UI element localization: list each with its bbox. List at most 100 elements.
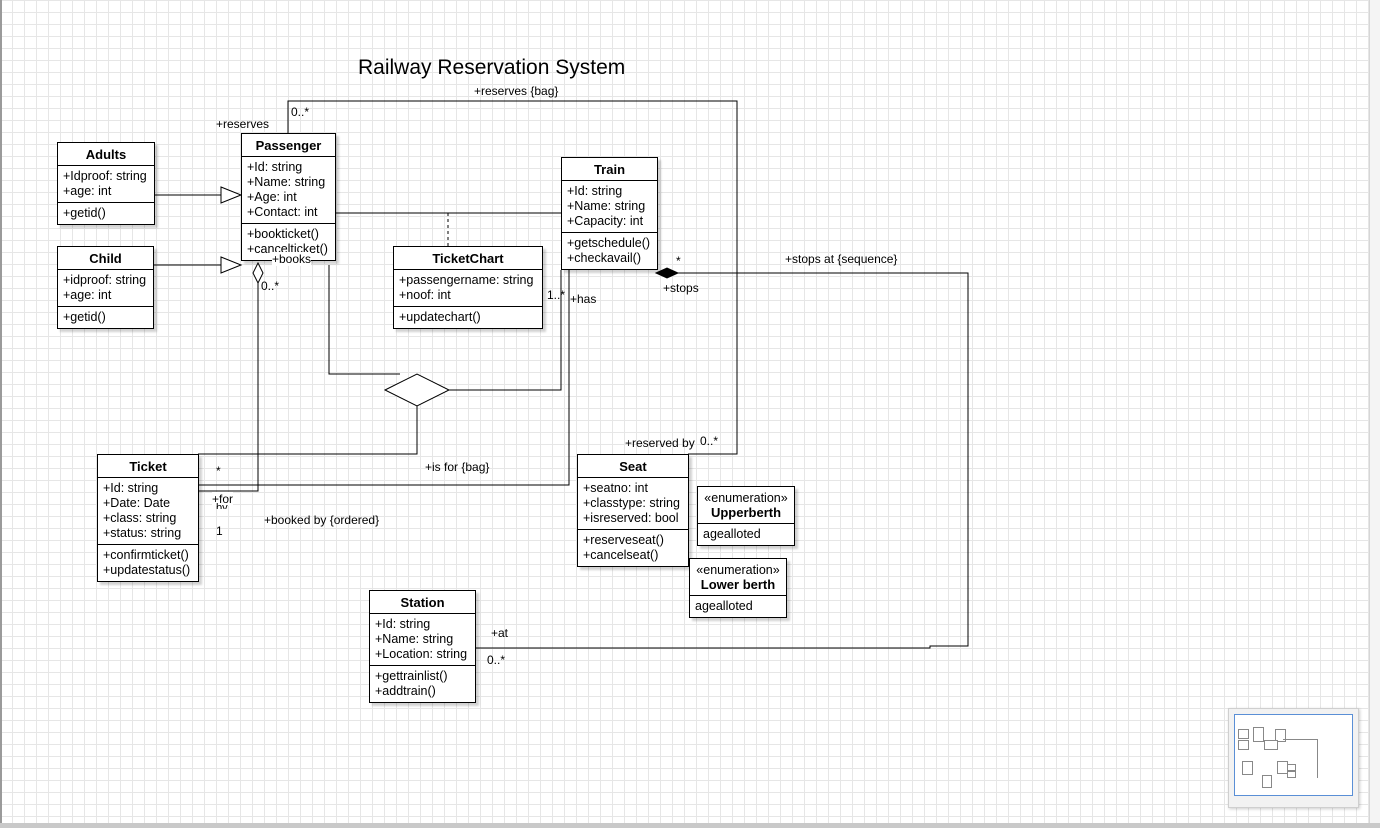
class-seat[interactable]: Seat +seatno: int +classtype: string +is… (577, 454, 689, 567)
multiplicity-booked-by: 1 (216, 524, 223, 538)
multiplicity-train-stops: * (676, 254, 681, 268)
operations-compartment: +reserveseat() +cancelseat() (578, 529, 688, 566)
enum-name: Upperberth (710, 505, 782, 520)
enum-name: Lower berth (700, 577, 776, 592)
ternary-association-diamond (383, 373, 451, 407)
attribute: +Id: string (567, 184, 623, 198)
class-name: Seat (619, 459, 647, 474)
attributes-compartment: +passengername: string +noof: int (394, 269, 542, 306)
attributes-compartment: +idproof: string +age: int (58, 269, 153, 306)
outline-minimap[interactable] (1228, 708, 1359, 808)
attribute: +status: string (103, 526, 182, 540)
label-stops-at: +stops at {sequence} (785, 252, 898, 266)
operation: +checkavail() (567, 251, 641, 265)
attribute: +age: int (63, 184, 112, 198)
multiplicity-books: 0..* (261, 279, 280, 293)
class-station[interactable]: Station +Id: string +Name: string +Locat… (369, 590, 476, 703)
attribute: +passengername: string (399, 273, 534, 287)
class-ticketchart[interactable]: TicketChart +passengername: string +noof… (393, 246, 543, 329)
label-reserves-bag: +reserves {bag} (474, 84, 559, 98)
attribute: +Age: int (247, 190, 297, 204)
class-child[interactable]: Child +idproof: string +age: int +getid(… (57, 246, 154, 329)
class-train[interactable]: Train +Id: string +Name: string +Capacit… (561, 157, 658, 270)
label-reserved-by: +reserved by (625, 436, 695, 450)
attribute: +Location: string (375, 647, 468, 661)
ternary-leg-passenger (328, 265, 400, 375)
attributes-compartment: +Id: string +Name: string +Location: str… (370, 613, 475, 665)
generalization-arrowhead-child (220, 256, 243, 274)
class-name: Adults (85, 147, 127, 162)
operations-compartment: +getid() (58, 306, 153, 328)
class-passenger[interactable]: Passenger +Id: string +Name: string +Age… (241, 133, 336, 261)
literals-compartment: agealloted (690, 595, 786, 617)
attribute: +age: int (63, 288, 112, 302)
class-ticket[interactable]: Ticket +Id: string +Date: Date +class: s… (97, 454, 199, 582)
label-books: +books (272, 252, 312, 266)
operation: +getid() (63, 310, 106, 324)
horizontal-scrollbar[interactable] (0, 823, 1380, 828)
composition-stops-at (475, 272, 969, 649)
association-is-for-bag (198, 270, 570, 486)
attribute: +Contact: int (247, 205, 318, 219)
operation: +addtrain() (375, 684, 436, 698)
attributes-compartment: +seatno: int +classtype: string +isreser… (578, 477, 688, 529)
attributes-compartment: +Id: string +Name: string +Capacity: int (562, 180, 657, 232)
diagram-title: Railway Reservation System (358, 56, 626, 79)
operations-compartment: +confirmticket() +updatestatus() (98, 544, 198, 581)
vertical-scrollbar[interactable] (1369, 0, 1380, 828)
enum-lower-berth[interactable]: «enumeration» Lower berth agealloted (689, 558, 787, 618)
enum-header: «enumeration» Lower berth (690, 559, 786, 595)
label-for: +for (212, 492, 234, 506)
class-name: Ticket (129, 459, 167, 474)
operation: +bookticket() (247, 227, 319, 241)
operation: +updatechart() (399, 310, 481, 324)
operations-compartment: +getschedule() +checkavail() (562, 232, 657, 269)
attributes-compartment: +Id: string +Name: string +Age: int +Con… (242, 156, 335, 223)
multiplicity-station: 0..* (487, 653, 506, 667)
label-is-for-bag: +is for {bag} (425, 460, 490, 474)
literals-compartment: agealloted (698, 523, 794, 545)
class-name: TicketChart (432, 251, 504, 266)
attribute: +Id: string (103, 481, 159, 495)
enum-header: «enumeration» Upperberth (698, 487, 794, 523)
attributes-compartment: +Id: string +Date: Date +class: string +… (98, 477, 198, 544)
attribute: +noof: int (399, 288, 451, 302)
multiplicity-has: 1..* (547, 288, 566, 302)
operation: +updatestatus() (103, 563, 191, 577)
operations-compartment: +updatechart() (394, 306, 542, 328)
operation: +reserveseat() (583, 533, 664, 547)
attribute: +isreserved: bool (583, 511, 679, 525)
minimap-viewport[interactable] (1234, 714, 1353, 796)
label-at: +at (491, 626, 509, 640)
association-reserves-bag (287, 100, 738, 455)
ternary-leg-ticket (198, 406, 418, 455)
attribute: +classtype: string (583, 496, 680, 510)
enum-stereotype: «enumeration» (696, 563, 780, 577)
operation: +gettrainlist() (375, 669, 448, 683)
multiplicity-reserves: 0..* (291, 105, 310, 119)
ternary-leg-train (449, 270, 562, 391)
class-adults[interactable]: Adults +Idproof: string +age: int +getid… (57, 142, 155, 225)
attribute: +Name: string (375, 632, 454, 646)
multiplicity-ticket: * (216, 464, 221, 478)
aggregation-books (198, 283, 259, 492)
operation: +confirmticket() (103, 548, 189, 562)
attribute: +seatno: int (583, 481, 648, 495)
operation: +getschedule() (567, 236, 651, 250)
canvas-left-border (0, 0, 2, 828)
label-has: +has (570, 292, 597, 306)
composition-diamond (654, 267, 680, 279)
enum-stereotype: «enumeration» (704, 491, 788, 505)
attribute: +Idproof: string (63, 169, 147, 183)
class-name: Train (593, 162, 626, 177)
generalization-arrowhead-adults (220, 186, 243, 204)
enum-upperberth[interactable]: «enumeration» Upperberth agealloted (697, 486, 795, 546)
label-by-fragment: by (216, 502, 228, 509)
attribute: +Id: string (247, 160, 303, 174)
operations-compartment: +gettrainlist() +addtrain() (370, 665, 475, 702)
attribute: +Name: string (567, 199, 646, 213)
attributes-compartment: +Idproof: string +age: int (58, 165, 154, 202)
enum-literal: agealloted (703, 527, 761, 541)
